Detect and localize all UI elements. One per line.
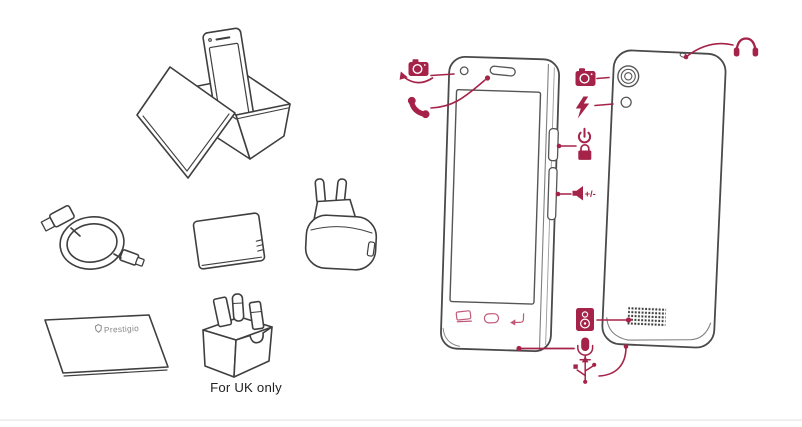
- volume-icon: [572, 186, 583, 201]
- eu-wall-charger: [304, 178, 378, 271]
- lock-icon: [578, 143, 592, 160]
- front-camera-lens: [459, 66, 469, 76]
- headphones-icon: [733, 37, 759, 57]
- flash-callout: [575, 96, 614, 119]
- quick-start-guide: Prestigio: [44, 314, 169, 377]
- volume-plus-minus-label: +/-: [585, 189, 596, 200]
- callout-line: [596, 76, 610, 80]
- retail-box: [136, 27, 291, 179]
- phone-back-view: [601, 49, 727, 349]
- speaker-icon: [576, 308, 594, 331]
- usb-callout: [573, 344, 629, 384]
- callout-line: [430, 79, 486, 109]
- flash-led: [620, 96, 632, 108]
- uk-plug-adapter: [202, 293, 273, 378]
- callout-line: [430, 73, 455, 77]
- receiver-callout: [407, 75, 491, 119]
- receiver-icon: [407, 96, 430, 119]
- page-divider: [0, 419, 802, 421]
- front-camera-icon: [399, 59, 434, 84]
- rear-camera-callout: [575, 68, 610, 86]
- battery: [192, 212, 266, 270]
- rear-camera-icon: [575, 68, 596, 86]
- home-button-icon: [483, 313, 500, 324]
- prestigio-logo-text: Prestigio: [104, 323, 140, 335]
- box-lid: [136, 66, 236, 179]
- callout-line: [594, 103, 614, 107]
- prestigio-logo: Prestigio: [94, 323, 140, 335]
- uk-plug-prongs: [212, 293, 265, 331]
- volume-callout: +/-: [555, 186, 596, 201]
- screen: [449, 88, 542, 305]
- flash-icon: [575, 96, 590, 119]
- earpiece: [489, 65, 516, 77]
- callout-line: [598, 346, 627, 377]
- in-the-box-illustration: Prestigio For UK only: [40, 27, 378, 395]
- power-button: [547, 127, 559, 162]
- device-overview-illustration: +/-: [399, 37, 759, 384]
- usb-cable: [40, 205, 145, 270]
- power-lock-callout: [556, 127, 592, 160]
- menu-button-icon: [455, 310, 472, 323]
- rear-camera-lens: [617, 65, 640, 88]
- back-button-icon: [510, 313, 525, 326]
- callout-line: [685, 42, 734, 58]
- front-camera-callout: [399, 59, 455, 84]
- power-icon: [577, 127, 592, 144]
- usb-icon: [573, 356, 597, 384]
- phone-front-view: [440, 55, 560, 353]
- headphone-jack-callout: [683, 37, 759, 60]
- speaker-grille: [627, 306, 667, 327]
- speaker-callout: [576, 308, 632, 331]
- uk-only-caption: For UK only: [210, 380, 282, 395]
